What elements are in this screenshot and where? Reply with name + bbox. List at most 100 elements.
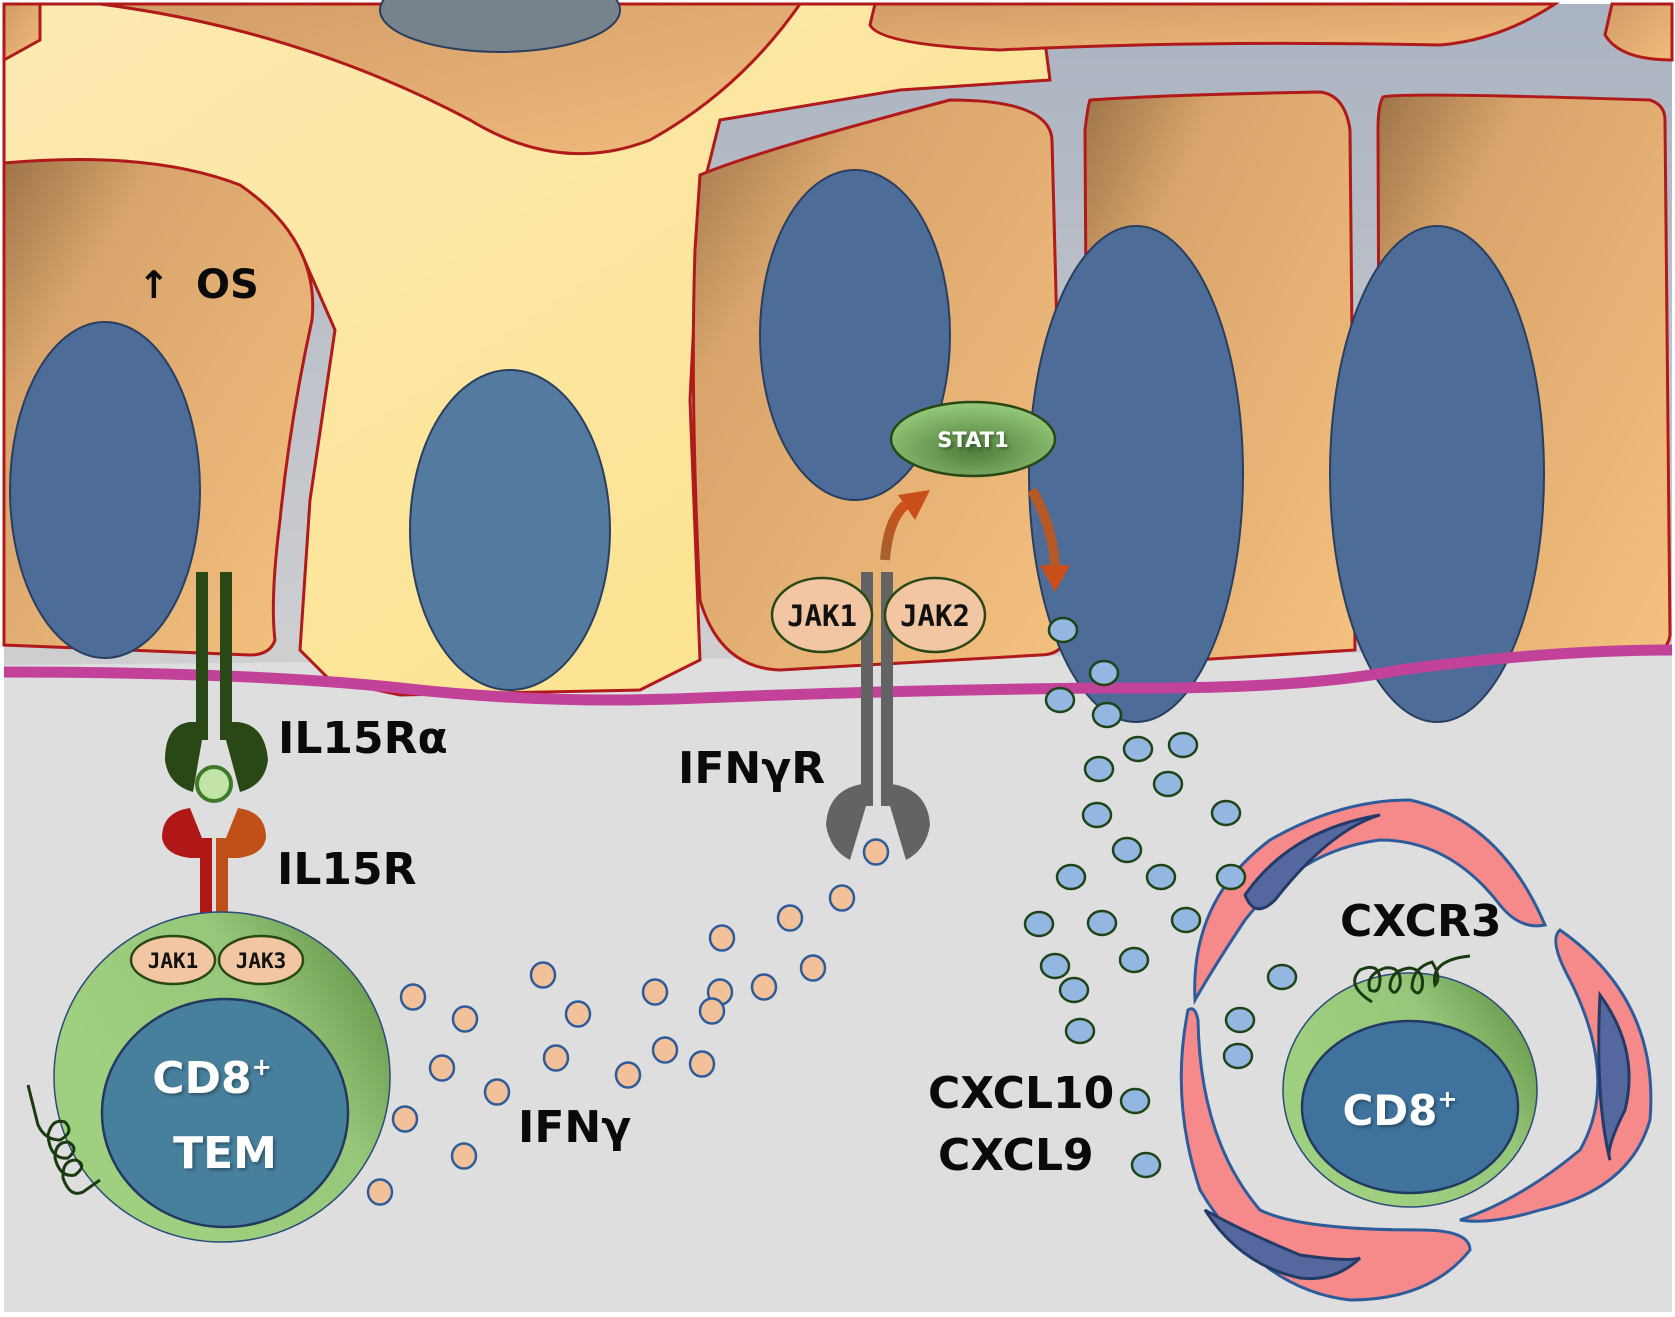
ifng-particle xyxy=(651,1036,679,1064)
cxcl-particle xyxy=(1083,755,1115,783)
stat1-node: STAT1 xyxy=(889,400,1057,478)
ifng-particle xyxy=(776,904,804,932)
cxcl-particle xyxy=(1047,616,1079,644)
jak2-epithelial: JAK2 xyxy=(883,576,987,654)
cxcl-particle xyxy=(1130,1151,1162,1179)
cxcl-particle xyxy=(1055,863,1087,891)
ifngr-receptor xyxy=(826,572,930,860)
pericyte-right-nucleus xyxy=(1597,990,1631,1161)
corner-cell xyxy=(2,2,42,63)
cxcl-particle xyxy=(1152,770,1184,798)
up-arrow-icon: ↑ xyxy=(138,263,170,307)
ifng-particle xyxy=(529,961,557,989)
cxcl-particle xyxy=(1145,863,1177,891)
jak2-epithelial-label: JAK2 xyxy=(900,599,970,633)
ifng-particle xyxy=(450,1142,478,1170)
cell-4-nucleus xyxy=(1028,225,1244,723)
ifng-particle xyxy=(614,1061,642,1089)
stressed-cell-nucleus xyxy=(9,321,201,659)
cxcl-particle xyxy=(1023,910,1055,938)
tem-cell-label-tem: TEM xyxy=(173,1128,277,1179)
cxcl-particle xyxy=(1266,963,1298,991)
upper-epithelial-cell xyxy=(99,2,803,156)
jak1-epithelial-label: JAK1 xyxy=(787,599,857,633)
il15-cytokine xyxy=(195,765,233,803)
pericyte-bottom xyxy=(1179,1007,1472,1302)
svg-text:CD8+: CD8+ xyxy=(152,1053,272,1104)
pericyte-ring xyxy=(1179,798,1653,1302)
upper-cell-nucleus xyxy=(379,0,621,53)
yellow-cell-nucleus xyxy=(409,369,611,691)
jak1-tcell-label: JAK1 xyxy=(148,949,199,973)
ifng-particle xyxy=(698,997,726,1025)
cxcl-particle xyxy=(1111,836,1143,864)
cxcl-particle xyxy=(1222,1042,1254,1070)
ifng-particle xyxy=(688,1050,716,1078)
ifng-particle xyxy=(828,884,856,912)
ifng-particle xyxy=(391,1105,419,1133)
cd8-cell-label: CD8 xyxy=(1342,1086,1437,1135)
cxcl-particle xyxy=(1039,952,1071,980)
il15r-label: IL15R xyxy=(277,844,417,895)
cxcr3-label: CXCR3 xyxy=(1340,896,1501,947)
cxcl10-label: CXCL10 xyxy=(928,1068,1114,1119)
cxcl-particle xyxy=(1224,1006,1256,1034)
cell-5-nucleus xyxy=(1329,225,1545,723)
cxcl-particle xyxy=(1088,659,1120,687)
tem-cell-label-cd8: CD8 xyxy=(152,1053,251,1104)
ifng-particles xyxy=(366,838,890,1206)
cxcl-particle xyxy=(1118,946,1150,974)
cxcl-particle xyxy=(1058,976,1090,1004)
ifng-particle xyxy=(366,1178,394,1206)
cxcl-particle xyxy=(1122,735,1154,763)
cxcl-particle xyxy=(1215,863,1247,891)
ifng-particle xyxy=(542,1044,570,1072)
cd8-cell-label-plus: + xyxy=(1437,1085,1457,1113)
os-label: OS xyxy=(196,262,259,308)
jak3-tcell-label: JAK3 xyxy=(236,949,287,973)
ifng-particle xyxy=(862,838,890,866)
cxcl-particle xyxy=(1167,731,1199,759)
pericyte-top-nucleus xyxy=(1243,813,1381,911)
il15r-receptor xyxy=(162,808,266,978)
cxcr3-coil-icon xyxy=(1353,954,1471,1004)
pericyte-bottom-nucleus xyxy=(1203,1208,1362,1281)
cxcl-particle xyxy=(1086,909,1118,937)
cxcl-particle xyxy=(1119,1087,1151,1115)
signaling-cell-nucleus xyxy=(759,169,951,501)
stat1-label: STAT1 xyxy=(937,428,1008,452)
ifng-particle xyxy=(750,973,778,1001)
cxcl-particle xyxy=(1044,686,1076,714)
jak3-tcell: JAK3 xyxy=(217,934,305,986)
cd8-cell: CD8+ xyxy=(1282,972,1538,1208)
cd8-tem-cell: CD8+ TEM xyxy=(53,911,391,1243)
tem-cell-label-plus: + xyxy=(252,1053,272,1081)
ifng-particle xyxy=(708,924,736,952)
jak1-tcell: JAK1 xyxy=(129,934,217,986)
ifng-particle xyxy=(483,1078,511,1106)
corner-right-cell xyxy=(1603,2,1674,62)
ifng-particle xyxy=(428,1054,456,1082)
il15ra-receptor xyxy=(165,572,268,792)
cxcl-particle xyxy=(1091,701,1123,729)
ifng-particle xyxy=(451,1005,479,1033)
cxcl-particle xyxy=(1210,799,1242,827)
cxcl-particle xyxy=(1081,801,1113,829)
il15ra-label: IL15Rα xyxy=(278,713,448,764)
ifngr-label: IFNγR xyxy=(678,743,825,794)
cxcl-particle xyxy=(1170,906,1202,934)
upper-right-cell xyxy=(868,2,1561,52)
ifng-particle xyxy=(564,1000,592,1028)
ifng-particle xyxy=(641,978,669,1006)
secretion-arrow-icon xyxy=(1027,487,1070,592)
svg-text:CD8+: CD8+ xyxy=(1342,1085,1457,1135)
cxcl-particle xyxy=(1064,1017,1096,1045)
oxidative-stress-label: ↑ OS xyxy=(138,262,259,308)
cxcl9-label: CXCL9 xyxy=(938,1130,1094,1181)
activation-arrow-icon xyxy=(880,490,930,561)
ifng-particle xyxy=(799,954,827,982)
ifng-label: IFNγ xyxy=(518,1102,631,1153)
jak1-epithelial: JAK1 xyxy=(770,576,874,654)
